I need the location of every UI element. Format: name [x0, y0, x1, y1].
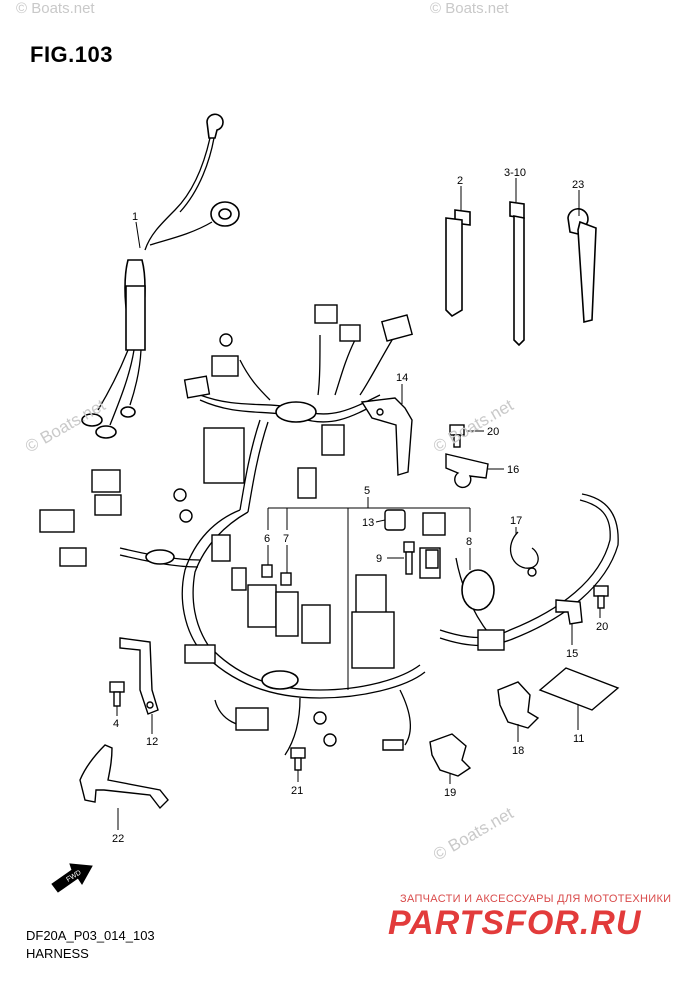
- part-22-bracket: [79, 744, 169, 810]
- callout-9: 9: [376, 553, 382, 565]
- watermark-corner: © Boats.net: [16, 0, 95, 17]
- part-1-battery-cable: [81, 113, 240, 439]
- callout-13: 13: [362, 517, 374, 529]
- callout-11: 11: [573, 733, 584, 745]
- callout-4: 4: [113, 718, 119, 730]
- callout-19: 19: [444, 787, 456, 799]
- callout-2: 2: [457, 175, 463, 187]
- callout-17: 17: [510, 515, 522, 527]
- part-13-cover: [384, 509, 446, 536]
- part-16-clamp: [445, 453, 489, 489]
- part-2-cable-tie: [445, 209, 471, 318]
- part-11-sheet: [538, 667, 620, 711]
- watermark-corner-right: © Boats.net: [430, 0, 509, 17]
- callout-6: 6: [264, 533, 270, 545]
- brand-tagline: ЗАПЧАСТИ И АКСЕССУАРЫ ДЛЯ МОТОТЕХНИКИ: [400, 893, 672, 905]
- callout-23: 23: [572, 179, 584, 191]
- part-21-bolt: [290, 747, 306, 771]
- fwd-arrow-icon: FWD: [51, 863, 93, 893]
- callout-20-lower: 20: [596, 621, 608, 633]
- figure-code: DF20A_P03_014_103: [26, 928, 155, 943]
- part-18-holder: [497, 681, 540, 729]
- callout-21: 21: [291, 785, 303, 797]
- callout-8: 8: [466, 536, 472, 548]
- part-20-bolt-upper: [449, 424, 465, 448]
- part-6-7-fuses: [261, 564, 292, 586]
- callout-1: 1: [132, 211, 138, 223]
- callout-16: 16: [507, 464, 519, 476]
- part-14-bracket: [360, 397, 413, 476]
- part-12-bracket: [119, 637, 159, 715]
- callout-22: 22: [112, 833, 124, 845]
- figure-name: HARNESS: [26, 946, 89, 961]
- callout-20-upper: 20: [487, 426, 499, 438]
- part-19-holder: [429, 733, 472, 777]
- callout-15: 15: [566, 648, 578, 660]
- callout-14: 14: [396, 372, 408, 384]
- part-20-bolt-lower: [593, 585, 609, 609]
- callout-3-10: 3-10: [504, 167, 526, 179]
- callout-labels: 1 2 3-10 23 14 20 16 5 13 8 9 6 7 17 20 …: [112, 167, 608, 845]
- leader-lines: [116, 178, 601, 830]
- part-23-clamp-tie: [567, 208, 597, 324]
- part-15-bracket: [555, 599, 583, 625]
- callout-12: 12: [146, 736, 158, 748]
- callout-18: 18: [512, 745, 524, 757]
- part-4-bolt: [109, 681, 125, 707]
- callout-7: 7: [283, 533, 289, 545]
- part-3-10-cable-tie: [509, 201, 525, 347]
- callout-5: 5: [364, 485, 370, 497]
- part-9-fuse: [403, 541, 439, 575]
- brand-logo: PARTSFOR.RU: [388, 904, 642, 942]
- figure-title: FIG.103: [30, 42, 113, 67]
- part-17-strap: [509, 531, 539, 577]
- main-harness: [119, 334, 619, 756]
- harness-connectors: [39, 304, 505, 751]
